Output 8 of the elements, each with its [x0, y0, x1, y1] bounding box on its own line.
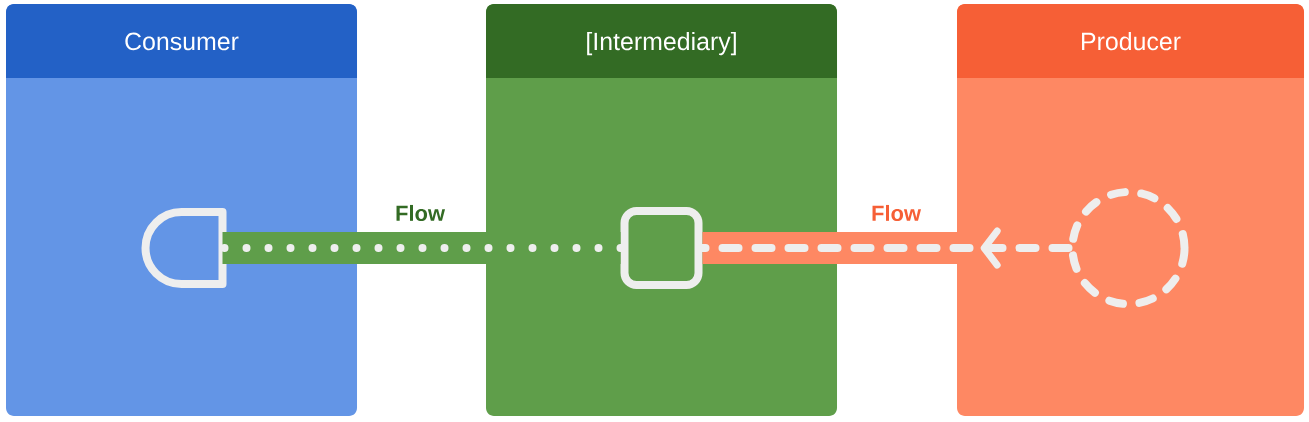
dashed-circle-symbol	[1068, 188, 1189, 308]
edge-label: Flow	[870, 203, 922, 223]
panel: Consumer	[6, 4, 357, 416]
edge-label: Flow	[394, 203, 446, 223]
panel: Producer	[957, 4, 1304, 416]
square-symbol	[620, 207, 703, 289]
flow-band	[698, 227, 1073, 269]
panel: [Intermediary]	[486, 4, 837, 416]
